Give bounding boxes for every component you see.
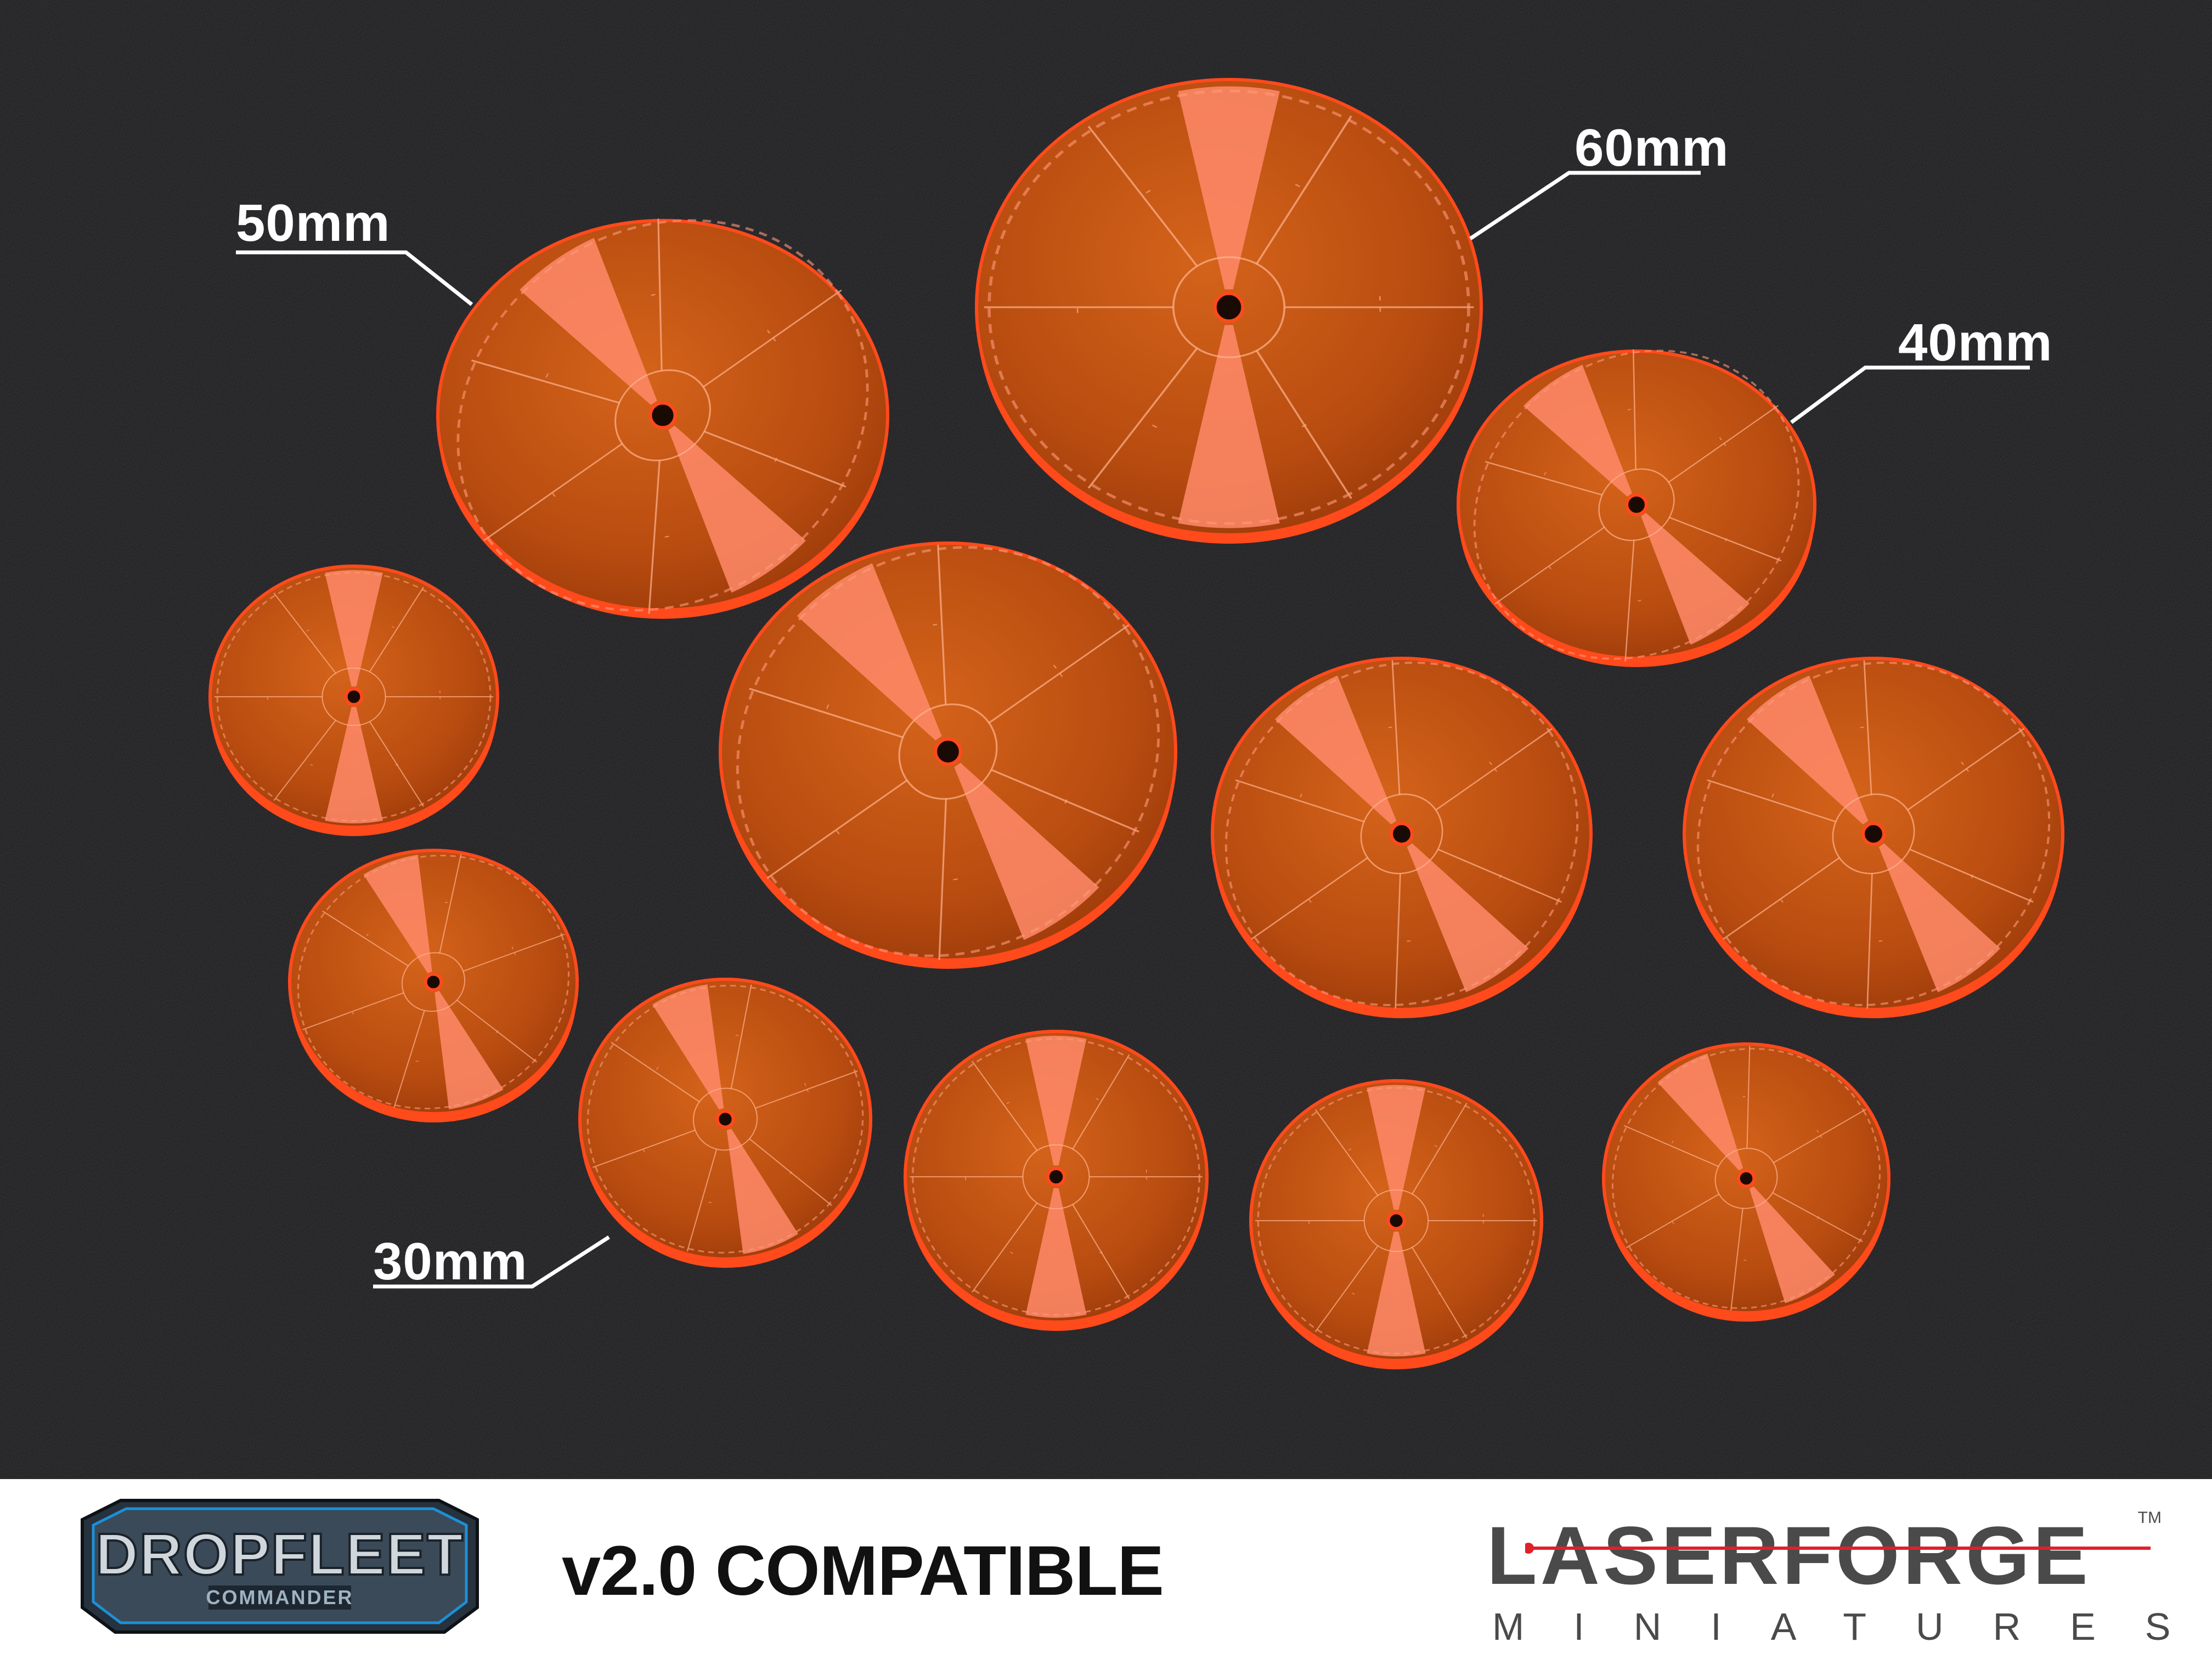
size-label-30mm: 30mm (373, 1232, 528, 1291)
arc-token (578, 978, 872, 1268)
arc-token (288, 849, 579, 1122)
leader-lines (236, 171, 2030, 1289)
arc-token (1249, 1079, 1543, 1369)
arc-token (1602, 1042, 1891, 1322)
leader-line-50mm (236, 250, 473, 306)
size-label-40mm: 40mm (1898, 313, 2053, 372)
token-center-hole (648, 401, 677, 430)
token-center-hole (934, 737, 962, 766)
token-center-hole (1386, 1211, 1406, 1231)
arc-token (436, 218, 889, 619)
leader-line-60mm (1469, 171, 1701, 240)
token-center-hole (715, 1109, 735, 1129)
arc-token (1683, 657, 2064, 1018)
compatibility-text: v2.0 COMPATIBLE (562, 1532, 1164, 1610)
arc-token (904, 1030, 1209, 1331)
arc-token (975, 78, 1483, 544)
laserforge-word: LASERFORGE (1487, 1509, 2091, 1601)
size-label-50mm: 50mm (236, 194, 391, 252)
arc-token (1457, 349, 1816, 667)
leader-line-30mm (373, 1235, 610, 1289)
trademark-mark: TM (2137, 1509, 2162, 1527)
token-center-hole (344, 687, 364, 707)
token-center-hole (1625, 493, 1648, 516)
token-center-hole (424, 972, 443, 992)
size-label-60mm: 60mm (1575, 119, 1729, 177)
miniatures-word: MINIATURES (1492, 1605, 2212, 1648)
laser-beam-icon (1525, 1543, 2151, 1554)
token-center-hole (1861, 822, 1886, 846)
footer-divider (0, 1476, 2212, 1480)
dropfleet-commander-logo: DROPFLEET COMMANDER (81, 1499, 479, 1634)
dropfleet-word: DROPFLEET (95, 1521, 464, 1587)
arc-token (719, 541, 1177, 969)
token-group (208, 78, 2064, 1369)
laserforge-logo: LASERFORGE TM MINIATURES (1487, 1509, 2171, 1646)
token-center-hole (1046, 1166, 1066, 1187)
commander-word: COMMANDER (206, 1586, 354, 1609)
token-center-hole (1736, 1169, 1756, 1188)
photo-canvas (0, 0, 2212, 1479)
leader-line-40mm (1790, 365, 2030, 424)
token-center-hole (1213, 291, 1245, 323)
arc-token (208, 565, 499, 836)
token-center-hole (1390, 822, 1414, 846)
arc-token (1211, 657, 1593, 1018)
